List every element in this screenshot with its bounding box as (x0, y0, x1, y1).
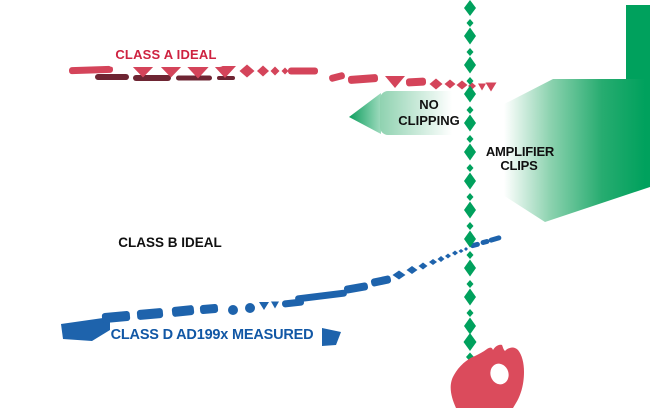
class-a-shadow-dash (95, 74, 129, 80)
class-d-dash (392, 270, 406, 280)
class-a-dash (158, 64, 184, 78)
clipping-line-diamond (464, 230, 476, 248)
class-b-label-box: CLASS B IDEAL (103, 226, 237, 257)
amplifier-clips-label-line1: AMPLIFIER (486, 144, 555, 159)
class-b-label: CLASS B IDEAL (118, 235, 222, 250)
class-d-dash (61, 317, 110, 341)
clipping-line-diamond (466, 164, 474, 172)
clipping-line (463, 0, 477, 404)
class-a-dash (270, 66, 280, 76)
no-clipping-arrow-icon (349, 93, 381, 134)
class-d-dash (136, 308, 164, 320)
class-d-dash (429, 259, 437, 265)
clipping-line-diamond (463, 333, 477, 351)
class-d-dash (271, 301, 279, 309)
class-d-label-box (91, 317, 334, 350)
amplifier-clips-bar (626, 5, 650, 80)
class-a-dash (186, 65, 210, 79)
clipping-line-diamond (466, 19, 474, 27)
clipping-line-diamond (464, 317, 476, 335)
clipping-line-diamond (466, 135, 474, 143)
clipping-line-diamond (466, 222, 474, 230)
clipping-line-diamond (466, 309, 474, 317)
class-d-dash (199, 303, 219, 315)
class-d-dash (101, 311, 131, 323)
clipping-line-diamond (464, 114, 476, 132)
clipping-line-diamond (466, 251, 474, 259)
class-d-line (61, 235, 502, 346)
white-patch-left (0, 352, 60, 408)
class-a-dash (214, 66, 236, 78)
clipping-line-diamond (464, 259, 476, 277)
red-blob-shape (450, 344, 524, 408)
clipping-line-diamond (464, 0, 476, 16)
white-patch-right (537, 357, 650, 408)
class-a-dash (385, 76, 405, 88)
clipping-line-diamond (466, 77, 474, 85)
class-d-dash (418, 262, 428, 270)
class-a-label: CLASS A IDEAL (115, 47, 216, 62)
clipping-line-diamond (466, 106, 474, 114)
class-a-dash (288, 67, 318, 75)
class-a-dash (456, 80, 468, 90)
no-clipping-annotation: NO CLIPPING (349, 91, 478, 135)
class-d-dash (464, 247, 468, 251)
class-d-label: CLASS D AD199x MEASURED (111, 327, 314, 343)
clipping-line-diamond (466, 48, 474, 56)
class-a-dash (257, 65, 269, 77)
class-a-dash (130, 64, 156, 78)
class-a-dash (405, 77, 427, 87)
class-d-dash (171, 305, 195, 317)
amplifier-clips-label-line2: CLIPS (500, 158, 538, 173)
class-a-line (68, 64, 497, 92)
no-clipping-box (380, 91, 478, 135)
red-blob (450, 344, 524, 408)
class-a-dash (429, 78, 443, 90)
amplifier-clips-annotation: AMPLIFIER CLIPS (473, 5, 650, 222)
class-a-dash (329, 72, 345, 82)
class-d-dash (488, 235, 502, 243)
class-a-shadow-dash (133, 75, 171, 81)
class-d-dash (370, 275, 392, 287)
class-d-dash (406, 266, 418, 274)
class-a-dash (239, 64, 255, 78)
class-a-dash (281, 67, 289, 75)
amplifier-clips-arrow-icon (473, 79, 650, 222)
clipping-line-diamond (464, 143, 476, 161)
class-d-dash (245, 303, 255, 313)
class-d-dash (452, 250, 458, 256)
class-d-dash (445, 253, 451, 259)
clipping-line-diamond (464, 201, 476, 219)
class-a-label-box: CLASS A IDEAL (106, 41, 226, 67)
no-clipping-label-line2: CLIPPING (398, 113, 459, 128)
class-a-dash (478, 83, 486, 91)
no-clipping-label-line1: NO (419, 97, 439, 112)
red-blob-hole (490, 363, 509, 385)
clipping-line-diamond (466, 193, 474, 201)
class-d-dash (259, 302, 269, 310)
class-d-dash (437, 256, 445, 262)
class-a-dash (485, 82, 497, 92)
class-a-dash (444, 79, 456, 89)
class-d-dash (228, 305, 238, 315)
class-a-shadow-dash (217, 76, 235, 80)
class-d-dash (343, 282, 369, 294)
clipping-line-diamond (464, 85, 476, 103)
clipping-line-diamond (464, 172, 476, 190)
class-a-dash (347, 74, 379, 84)
clipping-line-diamond (464, 27, 476, 45)
class-d-dash (480, 238, 490, 246)
class-d-dash (322, 328, 341, 346)
class-d-dash (458, 249, 464, 253)
clipping-line-diamond (464, 56, 476, 74)
class-a-shadow-line (95, 74, 235, 81)
clipping-line-diamond (466, 280, 474, 288)
class-a-dash (68, 65, 114, 75)
class-a-shadow-dash (176, 75, 212, 81)
clipping-line-diamond (464, 288, 476, 306)
class-d-dash (295, 289, 347, 303)
